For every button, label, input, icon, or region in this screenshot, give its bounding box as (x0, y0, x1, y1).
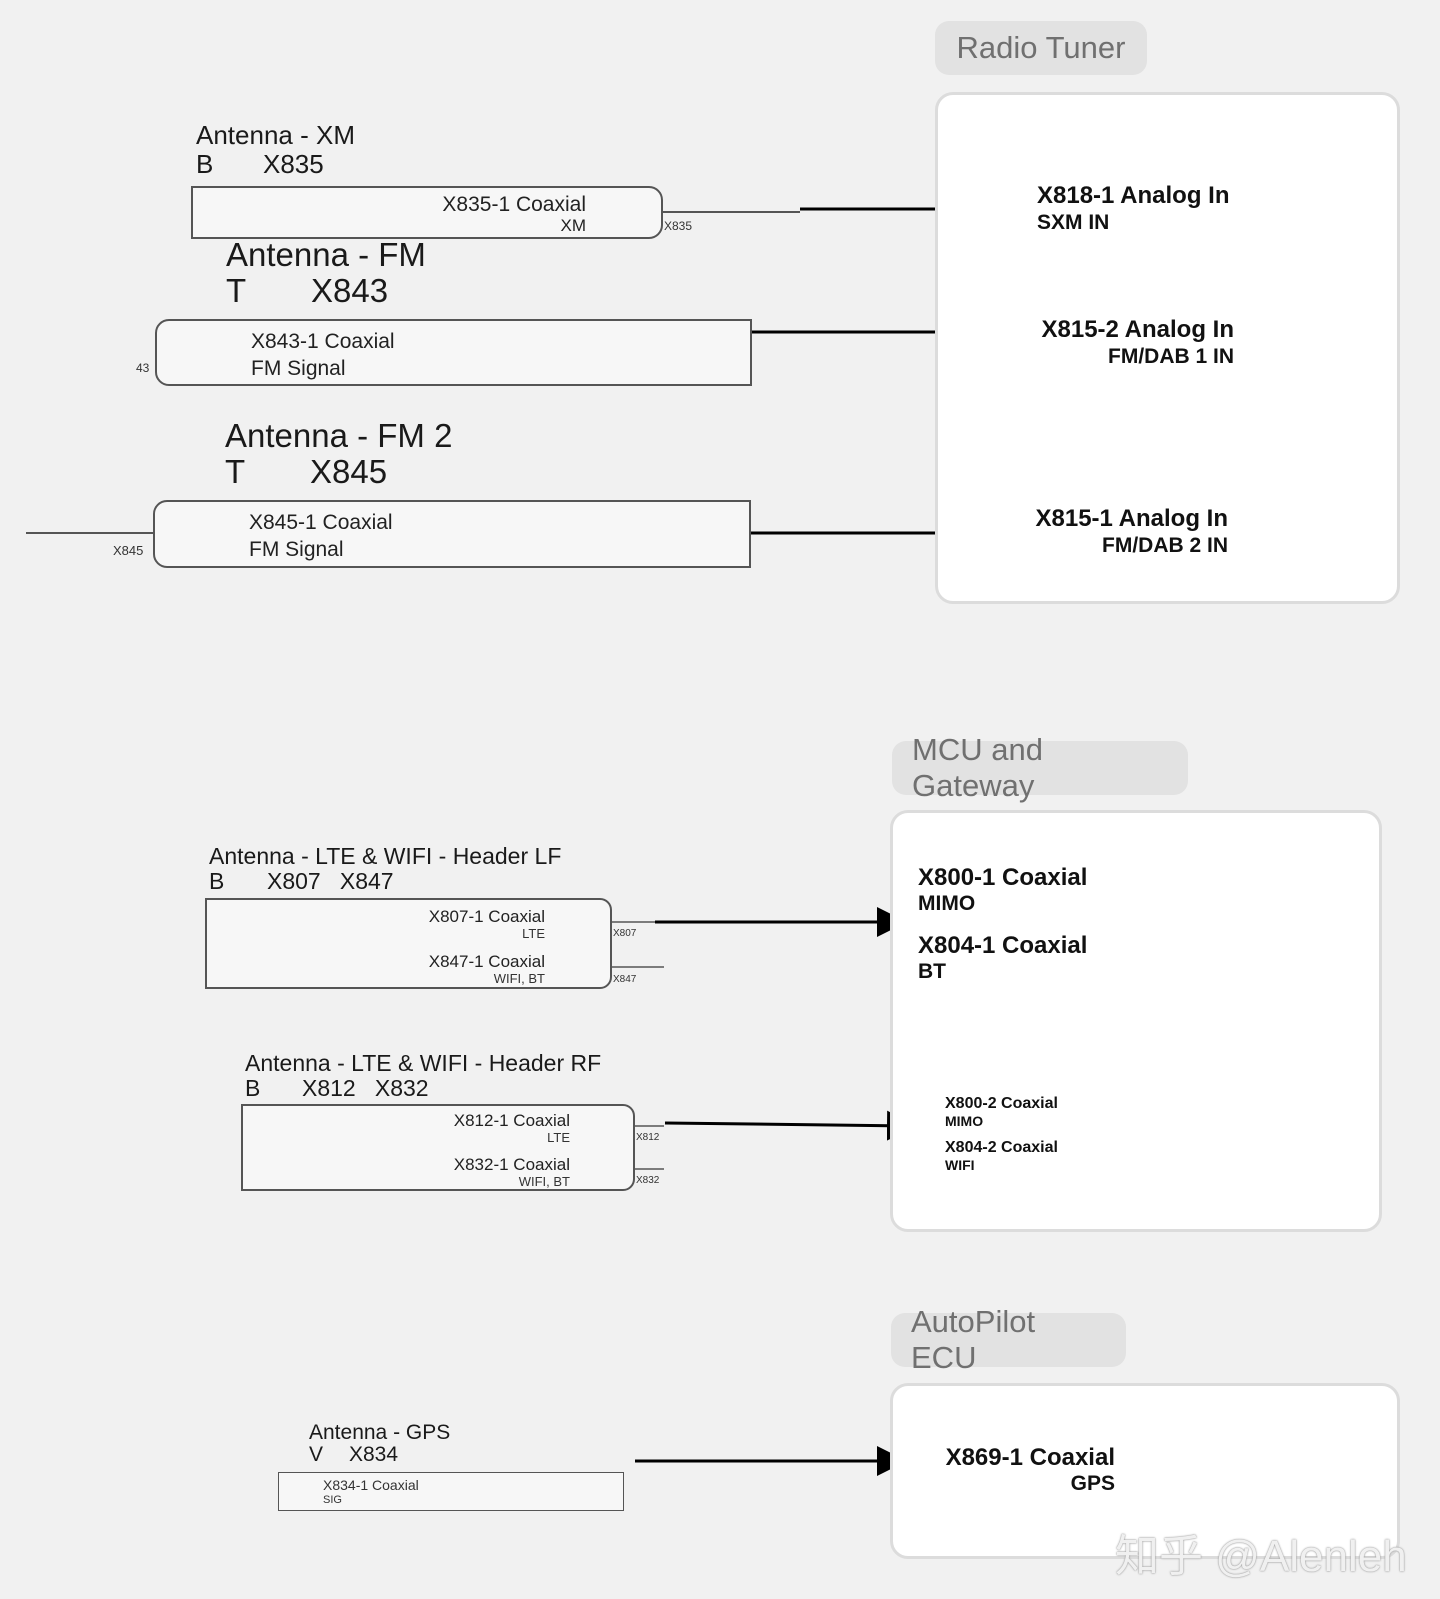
antenna-lte-lf-connector-body (205, 898, 612, 989)
section-label-mcu-gateway: MCU and Gateway (892, 732, 1188, 803)
antenna-fm2-pin-sub: FM Signal (249, 538, 344, 561)
lte-lf-pin-1-label: X807-1 Coaxial (428, 907, 545, 926)
antenna-xm-code: B (196, 149, 214, 179)
antenna-fm2-code: T (225, 453, 246, 490)
antenna-fm2-connector-body (153, 500, 751, 568)
antenna-xm-pin-label: X835-1 Coaxial (442, 193, 586, 216)
mcu-pin-x804-1-sub: BT (918, 960, 946, 983)
radio-pin-x815-1-label: X815-1 Analog In (1035, 505, 1229, 532)
antenna-gps-connector-body (278, 1472, 624, 1511)
antenna-fm-pin-label: X843-1 Coaxial (251, 330, 395, 353)
mcu-pin-x800-2-label: X800-2 Coaxial (945, 1095, 1058, 1112)
lte-rf-arrow (664, 1110, 917, 1141)
section-label-autopilot: AutoPilot ECU (891, 1304, 1126, 1375)
mcu-pin-x800-1-label: X800-1 Coaxial (918, 864, 1088, 891)
lte-lf-pin-1-sub: LTE (522, 926, 545, 941)
antenna-gps-code: V (309, 1443, 324, 1466)
radio-tuner-box (935, 92, 1400, 604)
antenna-fm-code: T (226, 272, 247, 309)
mcu-pin-x804-1-label: X804-1 Coaxial (918, 932, 1088, 959)
radio-pin-x815-2-sub: FM/DAB 1 IN (1108, 345, 1234, 368)
watermark: 知乎 @Alenleh (1115, 1532, 1407, 1581)
antenna-gps-connector: X834 (349, 1443, 399, 1466)
radio-pin-x818-sub: SXM IN (1037, 211, 1110, 234)
mcu-gateway-box (890, 810, 1382, 1232)
antenna-lte-lf-code: B (209, 868, 225, 894)
antenna-lte-rf-code: B (245, 1075, 261, 1101)
lte-lf-wire-tag-1: X807 (613, 928, 637, 939)
antenna-gps-pin-sub: SIG (323, 1494, 342, 1506)
antenna-fm2-pin-label: X845-1 Coaxial (249, 511, 393, 534)
radio-pin-x815-2-label: X815-2 Analog In (1041, 316, 1235, 343)
lte-rf-pin-1-label: X812-1 Coaxial (453, 1111, 570, 1130)
antenna-fm2-wire-tag: X845 (113, 543, 144, 558)
lte-rf-wire-tag-1: X812 (636, 1132, 660, 1143)
autopilot-pin-label: X869-1 Coaxial (945, 1444, 1115, 1471)
antenna-fm-wire-tag: 43 (136, 361, 150, 375)
antenna-fm-title: Antenna - FM (226, 236, 426, 273)
lte-rf-pin-1-sub: LTE (547, 1130, 570, 1145)
antenna-lte-rf-connectors: X812 X832 (302, 1075, 429, 1101)
section-label-radio-tuner: Radio Tuner (935, 21, 1147, 75)
mcu-pin-x804-2-label: X804-2 Coaxial (945, 1139, 1058, 1156)
antenna-fm2-title: Antenna - FM 2 (225, 417, 453, 454)
antenna-fm-pin-sub: FM Signal (251, 357, 346, 380)
mcu-pin-x804-2-sub: WIFI (945, 1157, 975, 1173)
lte-rf-wire-tag-2: X832 (636, 1175, 660, 1186)
antenna-xm-connector: X835 (263, 149, 324, 179)
antenna-xm-pin-sub: XM (560, 216, 587, 235)
radio-pin-x815-1-sub: FM/DAB 2 IN (1102, 534, 1228, 557)
autopilot-ecu-box (890, 1383, 1400, 1559)
antenna-xm-connector-body (191, 186, 663, 239)
lte-rf-pin-2-label: X832-1 Coaxial (453, 1155, 570, 1174)
antenna-xm-wire-tag: X835 (664, 219, 693, 233)
antenna-fm2-connector: X845 (310, 453, 388, 490)
lte-lf-pin-2-label: X847-1 Coaxial (428, 952, 545, 971)
lte-rf-pin-2-sub: WIFI, BT (518, 1174, 570, 1189)
antenna-fm-connector: X843 (311, 272, 389, 309)
antenna-xm-title: Antenna - XM (196, 120, 355, 150)
lte-lf-wire-tag-2: X847 (613, 974, 637, 985)
mcu-pin-x800-2-sub: MIMO (945, 1113, 984, 1129)
antenna-gps-title: Antenna - GPS (309, 1421, 451, 1444)
antenna-lte-rf-connector-body (241, 1104, 635, 1191)
lte-lf-pin-2-sub: WIFI, BT (493, 971, 545, 986)
mcu-pin-x800-1-sub: MIMO (918, 892, 976, 915)
radio-pin-x818-label: X818-1 Analog In (1037, 182, 1230, 209)
antenna-lte-lf-connectors: X807 X847 (267, 868, 394, 894)
antenna-fm-connector-body (155, 319, 752, 386)
antenna-gps-pin-label: X834-1 Coaxial (323, 1477, 419, 1493)
antenna-lte-rf-title: Antenna - LTE & WIFI - Header RF (245, 1050, 602, 1076)
antenna-lte-lf-title: Antenna - LTE & WIFI - Header LF (209, 843, 562, 869)
autopilot-pin-sub: GPS (1070, 1472, 1115, 1495)
